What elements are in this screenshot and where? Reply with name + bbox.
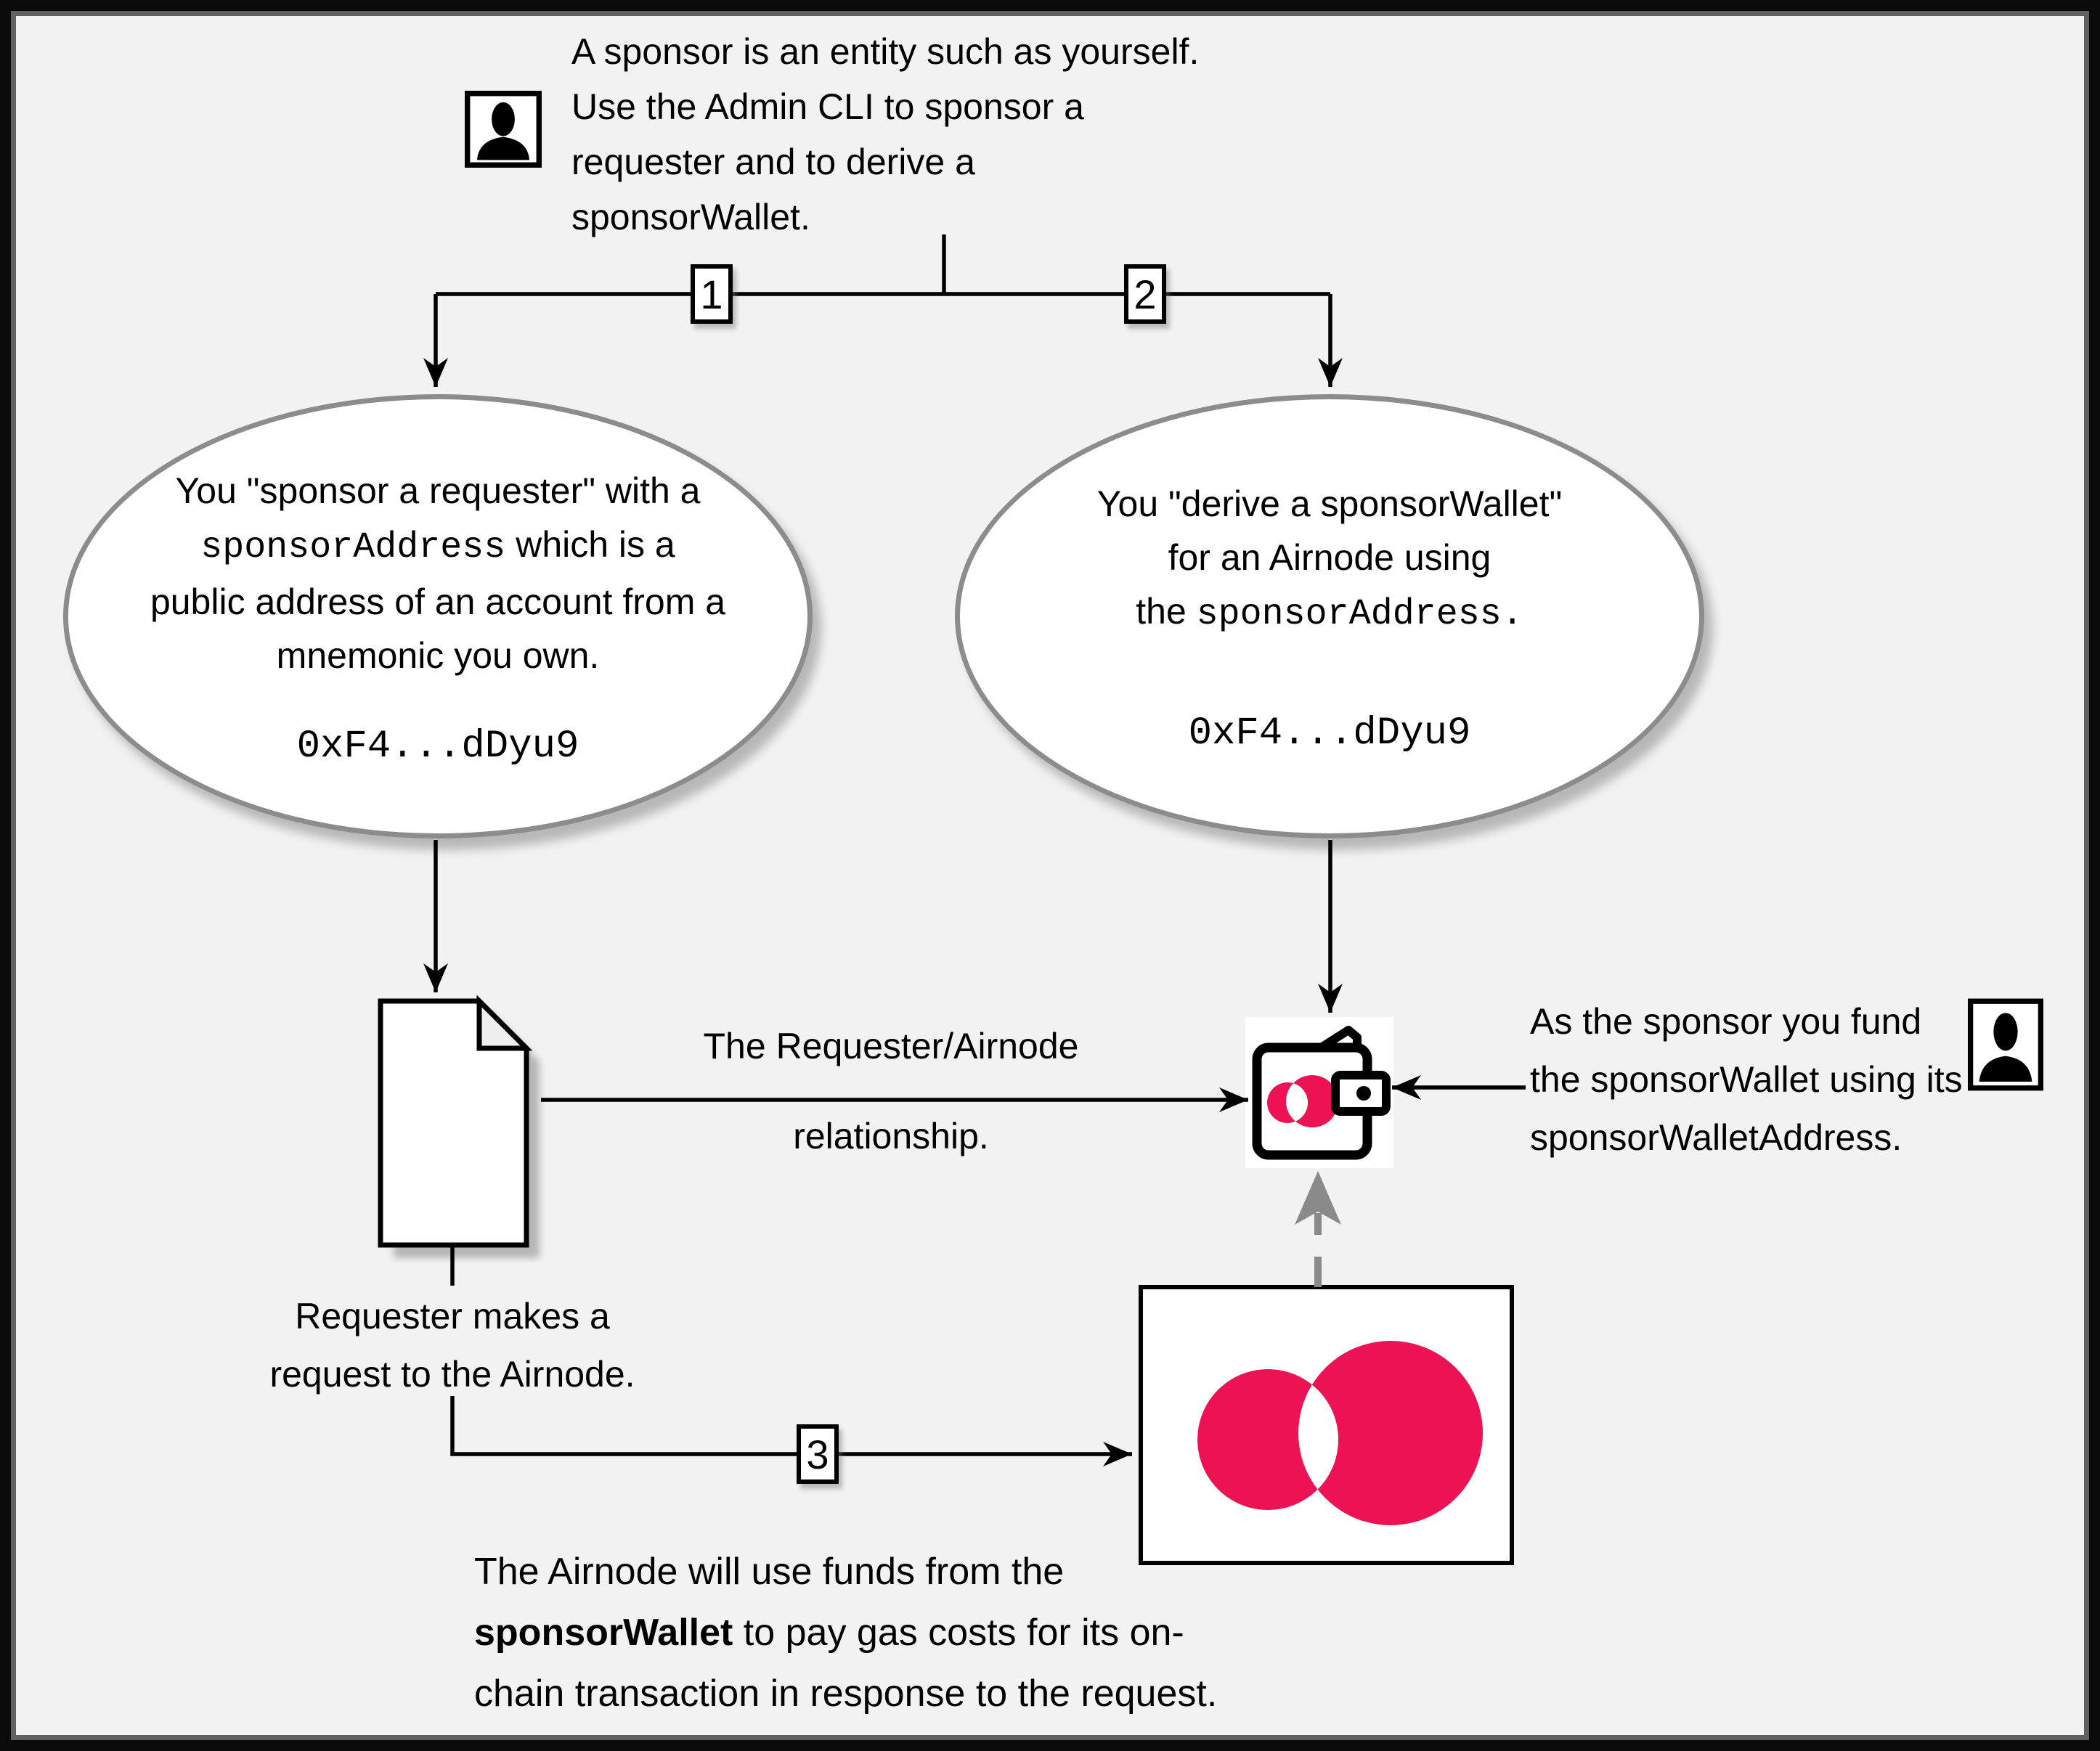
dashed-fund-flow-arrow — [1295, 1171, 1341, 1287]
connector-lines — [423, 234, 1526, 1466]
wallet-icon — [1245, 1017, 1393, 1168]
step-3-badge: 3 — [797, 1424, 839, 1484]
ellipse-text-line: for an Airnode using — [1168, 537, 1491, 578]
sponsor-address-value: 0xF4...dDyu9 — [296, 725, 579, 769]
gas-costs-note: The Airnode will use funds from the spon… — [474, 1541, 1217, 1724]
sponsorwallet-bold: sponsorWallet — [474, 1612, 733, 1654]
note-line: chain transaction in response to the req… — [474, 1673, 1218, 1715]
ellipse-text-line: mnemonic you own. — [276, 635, 600, 676]
ellipse-text-fragment: the — [1136, 591, 1197, 632]
note-line: sponsorWallet to pay gas costs for its o… — [474, 1602, 1217, 1663]
requester-request-label: Requester makes a request to the Airnode… — [198, 1287, 707, 1403]
note-line: The Airnode will use funds from the — [474, 1551, 1065, 1593]
note-line: sponsorWalletAddress. — [1530, 1117, 1902, 1158]
person-icon — [465, 91, 542, 168]
note-line: As the sponsor you fund — [1530, 1001, 1922, 1042]
ellipse-text-line: sponsorAddress which is a — [200, 518, 675, 575]
step-1-badge: 1 — [691, 264, 733, 324]
note-line: the sponsorWallet using its — [1530, 1059, 1963, 1100]
ellipse-text-line: You "derive a sponsorWallet" — [1096, 483, 1563, 524]
sponsor-intro-note: A sponsor is an entity such as yourself.… — [571, 24, 1199, 245]
fund-sponsorwallet-note: As the sponsor you fund the sponsorWalle… — [1530, 992, 1963, 1167]
ellipse-text-line: You "sponsor a requester" with a — [175, 470, 701, 511]
derive-sponsorwallet-ellipse: You "derive a sponsorWallet" for an Airn… — [955, 394, 1704, 838]
person-icon — [1968, 998, 2043, 1091]
relationship-label: The Requester/Airnode — [703, 1026, 1079, 1066]
ellipse-text-line: the sponsorAddress. — [1136, 584, 1523, 642]
note-line: A sponsor is an entity such as yourself. — [571, 31, 1200, 72]
label-line: request to the Airnode. — [269, 1354, 635, 1395]
label-line: Requester makes a — [295, 1296, 610, 1336]
note-line: sponsorWallet. — [571, 197, 810, 237]
code-token: sponsorAddress. — [1196, 594, 1523, 635]
ellipse-text-fragment: which is a — [505, 524, 675, 565]
arrow-request-to-airnode — [450, 1396, 1132, 1466]
sponsor-address-value: 0xF4...dDyu9 — [1188, 711, 1471, 756]
sponsor-requester-ellipse: You "sponsor a requester" with a sponsor… — [63, 394, 813, 838]
airnode-box — [1139, 1285, 1514, 1565]
document-icon — [370, 991, 552, 1263]
ellipse-text-line: public address of an account from a — [150, 581, 726, 622]
code-token: sponsorAddress — [200, 527, 506, 568]
note-fragment: to pay gas costs for its on- — [733, 1612, 1184, 1654]
note-line: Use the Admin CLI to sponsor a — [571, 86, 1084, 127]
relationship-label: relationship. — [793, 1116, 989, 1156]
api3-airnode-logo — [1197, 1341, 1484, 1525]
step-2-badge: 2 — [1124, 264, 1166, 324]
note-line: requester and to derive a — [571, 142, 975, 182]
